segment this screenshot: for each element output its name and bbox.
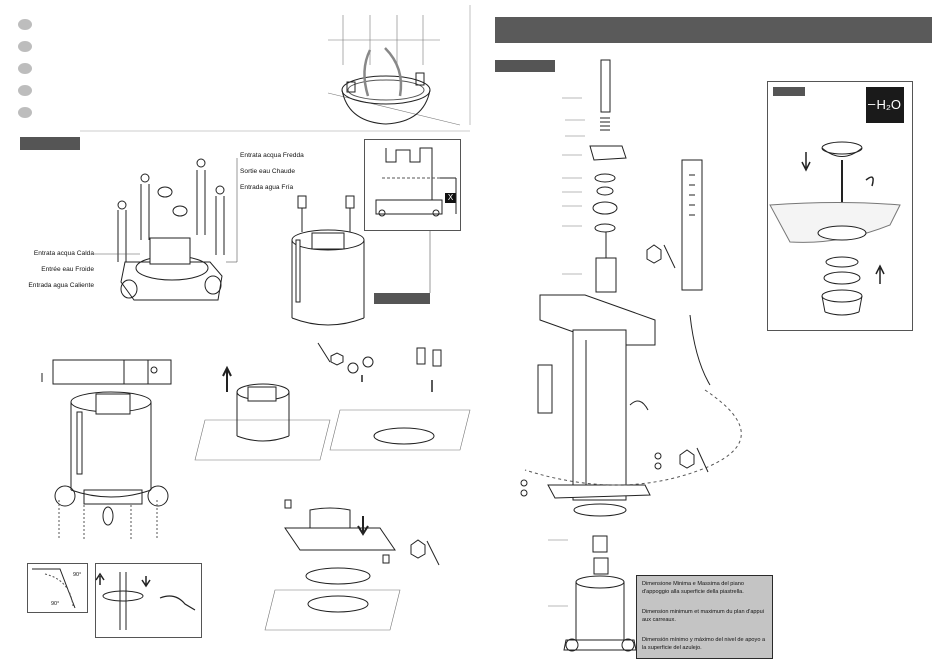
section-tab-assembly [495, 60, 555, 72]
inlet-label-hot-es: Entrada agua Caliente [28, 282, 94, 289]
cylinder-screws-illustration [291, 195, 431, 326]
dimension-detail-drawing [375, 147, 457, 217]
language-dot [18, 41, 32, 52]
minus-sign: – [868, 96, 876, 111]
level-body-illustration [41, 359, 172, 540]
body-inlets-illustration [94, 158, 238, 301]
angle-wrench-drawing [32, 568, 196, 630]
angle-label: 90° [51, 601, 60, 607]
language-dot [18, 19, 32, 30]
tile-level-note: Dimensione Minima e Massima del piano d'… [636, 575, 773, 659]
drain-detail-frame [767, 81, 913, 331]
section-tab-body [374, 293, 430, 304]
exploded-assembly-illustration [520, 59, 742, 517]
note-fr: Dimension minimum et maximum du plan d'a… [642, 609, 765, 623]
note-es: Dimensión mínimo y máximo del nivel de a… [642, 637, 766, 651]
inlet-label-cold-es: Entrada agua Fría [240, 184, 294, 191]
bowl-illustration [327, 15, 461, 126]
wrench-detail-frame [95, 563, 202, 638]
no-water-icon: – H₂O [866, 87, 904, 123]
drain-detail-drawing [769, 141, 901, 316]
dimension-marker: X [445, 193, 456, 203]
angle-label: 90° [73, 572, 82, 578]
h2o-label: H₂O [876, 97, 901, 112]
section-tab-installation [20, 137, 80, 150]
leader-lines [548, 97, 585, 607]
nut-installation-illustration [317, 342, 471, 451]
inlet-label-cold-it: Entrata acqua Fredda [240, 152, 304, 159]
body-recess-illustration [194, 365, 331, 461]
dimension-detail-frame [364, 139, 461, 231]
angle-detail-frame [27, 563, 88, 613]
language-dot [18, 63, 32, 74]
language-dot [18, 107, 32, 118]
header-bar [495, 17, 932, 43]
section-tab-drain [773, 87, 805, 96]
inlet-label-cold-fr: Entrée eau Froide [41, 266, 94, 273]
note-it: Dimensione Minima e Massima del piano d'… [642, 581, 744, 595]
plate-mount-illustration [264, 499, 440, 631]
inlet-label-hot-it: Entrata acqua Calda [33, 250, 94, 257]
base-body-illustration [563, 535, 637, 652]
language-dot [18, 85, 32, 96]
inlet-label-hot-fr: Sortie eau Chaude [240, 168, 295, 175]
